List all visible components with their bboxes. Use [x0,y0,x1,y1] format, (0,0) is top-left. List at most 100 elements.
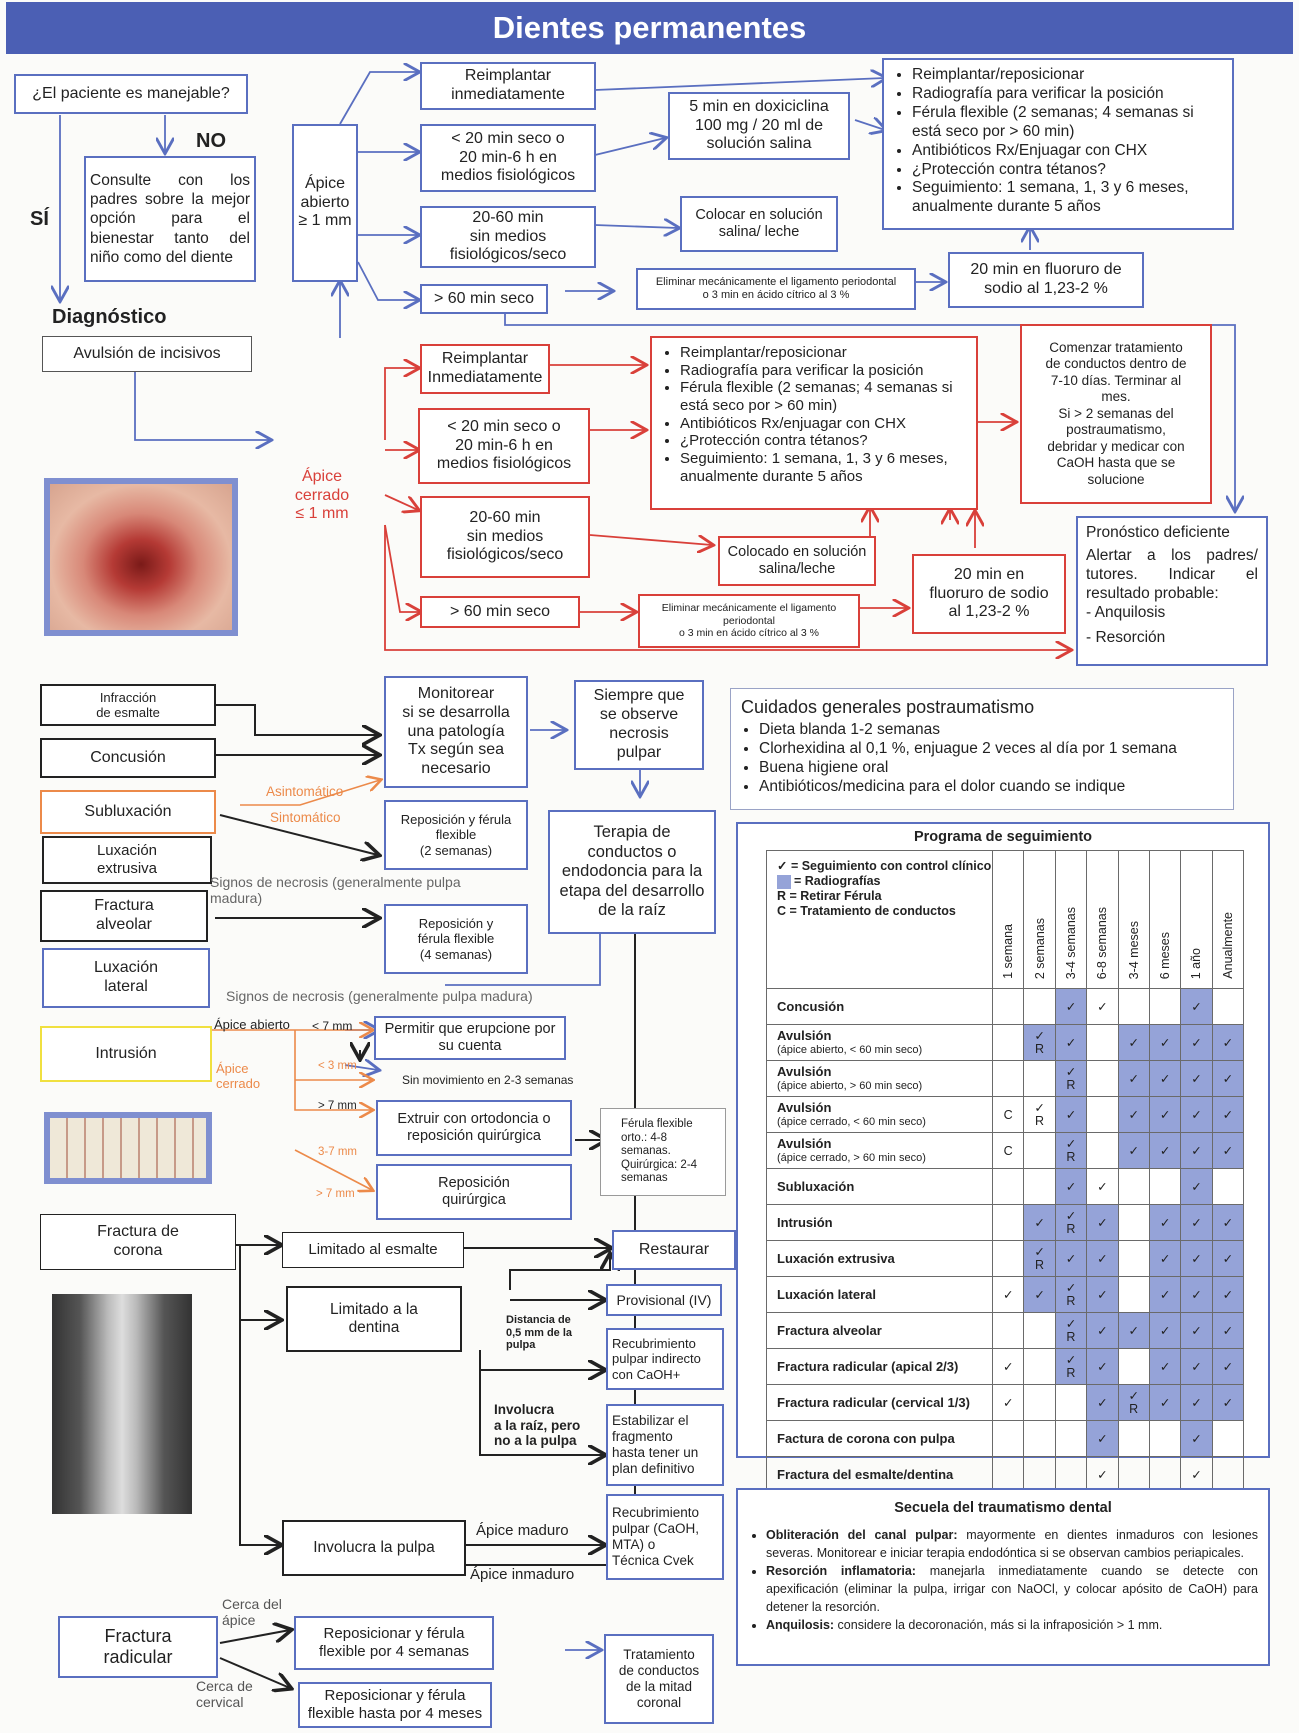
table-cell: ✓ [1054,988,1088,1025]
col-header: 3-4 semanas [1054,850,1088,989]
table-cell [1211,1420,1245,1457]
necrosis-signs-1: Signos de necrosis (generalmente pulpa m… [210,874,461,907]
step-item: Radiografía para verificar la posición [680,362,966,380]
doxycycline-box: 5 min en doxiciclina 100 mg / 20 ml de s… [668,92,850,160]
table-cell: ✓R [1054,1276,1088,1313]
row-label: Concusión [766,988,993,1025]
table-cell: ✓ [1148,1132,1182,1169]
sequela-box: Secuela del traumatismo dental Obliterac… [736,1488,1270,1666]
table-cell [1117,988,1150,1025]
fluoride-open-box: 20 min en fluoruro de sodio al 1,23-2 % [948,252,1144,308]
table-cell: ✓ [1117,1096,1150,1133]
table-cell [1023,1132,1056,1169]
table-cell [991,1312,1025,1349]
table-cell: ✓ [1211,1276,1245,1313]
table-cell [1054,1420,1088,1457]
table-cell: ✓ [991,1384,1025,1421]
table-cell: ✓ [1180,1240,1213,1277]
table-cell: ✓ [1054,1096,1088,1133]
table-cell [1086,1024,1119,1061]
monitor-box: Monitorear si se desarrolla una patologí… [384,676,528,788]
row-label: Fractura alveolar [766,1312,993,1349]
table-row: Factura de corona con pulpa✓✓ [766,1420,1245,1457]
table-row: Intrusión✓✓R✓✓✓✓ [766,1204,1245,1241]
table-cell: ✓ [1086,1312,1119,1349]
table-cell: ✓ [1148,1240,1182,1277]
col-header: 6 meses [1148,850,1182,989]
step-item: Reimplantar/reposicionar [680,344,966,362]
table-cell: ✓ [1211,1204,1245,1241]
table-cell: ✓ [991,1276,1025,1313]
table-cell: ✓ [1117,1312,1150,1349]
saline-open-box: Colocar en solución salina/ leche [680,196,838,252]
avulsion-photo [44,478,238,636]
table-cell: ✓ [1211,1024,1245,1061]
row-label: Fractura radicular (cervical 1/3) [766,1384,993,1421]
table-cell: ✓ [1180,1024,1213,1061]
table-row: Fractura radicular (apical 2/3)✓✓R✓✓✓✓ [766,1348,1245,1385]
prognosis-text: Alertar a los padres/ tutores. Indicar e… [1086,546,1258,602]
step-item: Antibióticos Rx/enjuagar con CHX [680,415,966,433]
table-cell [1023,1384,1056,1421]
table-row: Avulsión(ápice abierto, > 60 min seco)✓R… [766,1060,1245,1097]
sequela-item: Anquilosis: considere la decoronación, m… [766,1616,1258,1634]
necrosis-box: Siempre que se observe necrosis pulpar [574,680,704,770]
root-not-pulp-label: Involucra a la raíz, pero no a la pulpa [494,1402,581,1449]
table-row: Avulsión(ápice abierto, < 60 min seco)✓R… [766,1024,1245,1061]
table-cell: ✓ [1180,1420,1213,1457]
table-cell: ✓ [1180,1312,1213,1349]
table-cell: ✓R [1023,1024,1056,1061]
table-cell: ✓ [1148,1348,1182,1385]
table-cell: ✓ [1180,1276,1213,1313]
table-cell: ✓ [1117,1132,1150,1169]
dentin-limited-box: Limitado a la dentina [286,1286,462,1352]
concussion-box: Concusión [40,738,216,778]
step-item: ¿Protección contra tétanos? [912,161,1222,180]
legend-check: ✓ = Seguimiento con control clínico [777,859,992,873]
table-cell [1023,1168,1056,1205]
20-60-closed-box: 20-60 min sin medios fisiológicos/seco [420,496,590,578]
poor-prognosis-box: Pronóstico deficiente Alertar a los padr… [1076,516,1268,666]
row-label: Intrusión [766,1204,993,1241]
table-cell: ✓ [1086,1384,1119,1421]
followup-title: Programa de seguimiento [913,829,1093,845]
table-cell: C [991,1132,1025,1169]
row-label: Fractura radicular (apical 2/3) [766,1348,993,1385]
step-item: Radiografía para verificar la posición [912,85,1222,104]
step-item: Reimplantar/reposicionar [912,66,1222,85]
step-item: ¿Protección contra tétanos? [680,432,966,450]
followup-legend: ✓ = Seguimiento con control clínico = Ra… [766,850,993,989]
sequela-title: Secuela del traumatismo dental [894,1500,1112,1516]
question-manageable: ¿El paciente es manejable? [14,74,248,114]
erupt-box: Permitir que erupcione por su cuenta [374,1016,566,1060]
table-cell: ✓ [1211,1240,1245,1277]
table-cell: ✓R [1054,1312,1088,1349]
enamel-infraction-box: Infracción de esmalte [40,684,216,726]
legend-canal: C = Tratamiento de conductos [777,904,956,918]
table-cell: ✓ [1086,1348,1119,1385]
table-cell [991,1168,1025,1205]
lt20-closed-box: < 20 min seco o 20 min-6 h en medios fis… [418,408,590,484]
sequela-item: Obliteración del canal pulpar: mayorment… [766,1526,1258,1562]
table-cell: ✓ [1086,1204,1119,1241]
table-cell [1023,1348,1056,1385]
prognosis-title: Pronóstico deficiente [1086,524,1230,541]
label-no: NO [196,130,226,152]
3-7-label: 3-7 mm [318,1146,357,1158]
diagnosis-label: Diagnóstico [52,306,167,328]
symptomatic-label: Sintomático [270,810,341,825]
table-cell [1117,1348,1150,1385]
table-cell: ✓ [1180,1096,1213,1133]
table-cell: ✓R [1023,1096,1056,1133]
page-title: Dientes permanentes [6,2,1293,54]
step-item: Férula flexible (2 semanas; 4 semanas si… [912,104,1222,142]
followup-table: ✓ = Seguimiento con control clínico = Ra… [766,850,1245,1493]
subluxation-box: Subluxación [40,790,216,834]
step-item: Férula flexible (2 semanas; 4 semanas si… [680,379,966,414]
col-header: 2 semanas [1023,850,1056,989]
table-cell [991,1060,1025,1097]
open-apex-label: Ápice abierto [214,1017,290,1032]
table-cell [1117,1240,1150,1277]
table-cell: ✓ [1180,1060,1213,1097]
